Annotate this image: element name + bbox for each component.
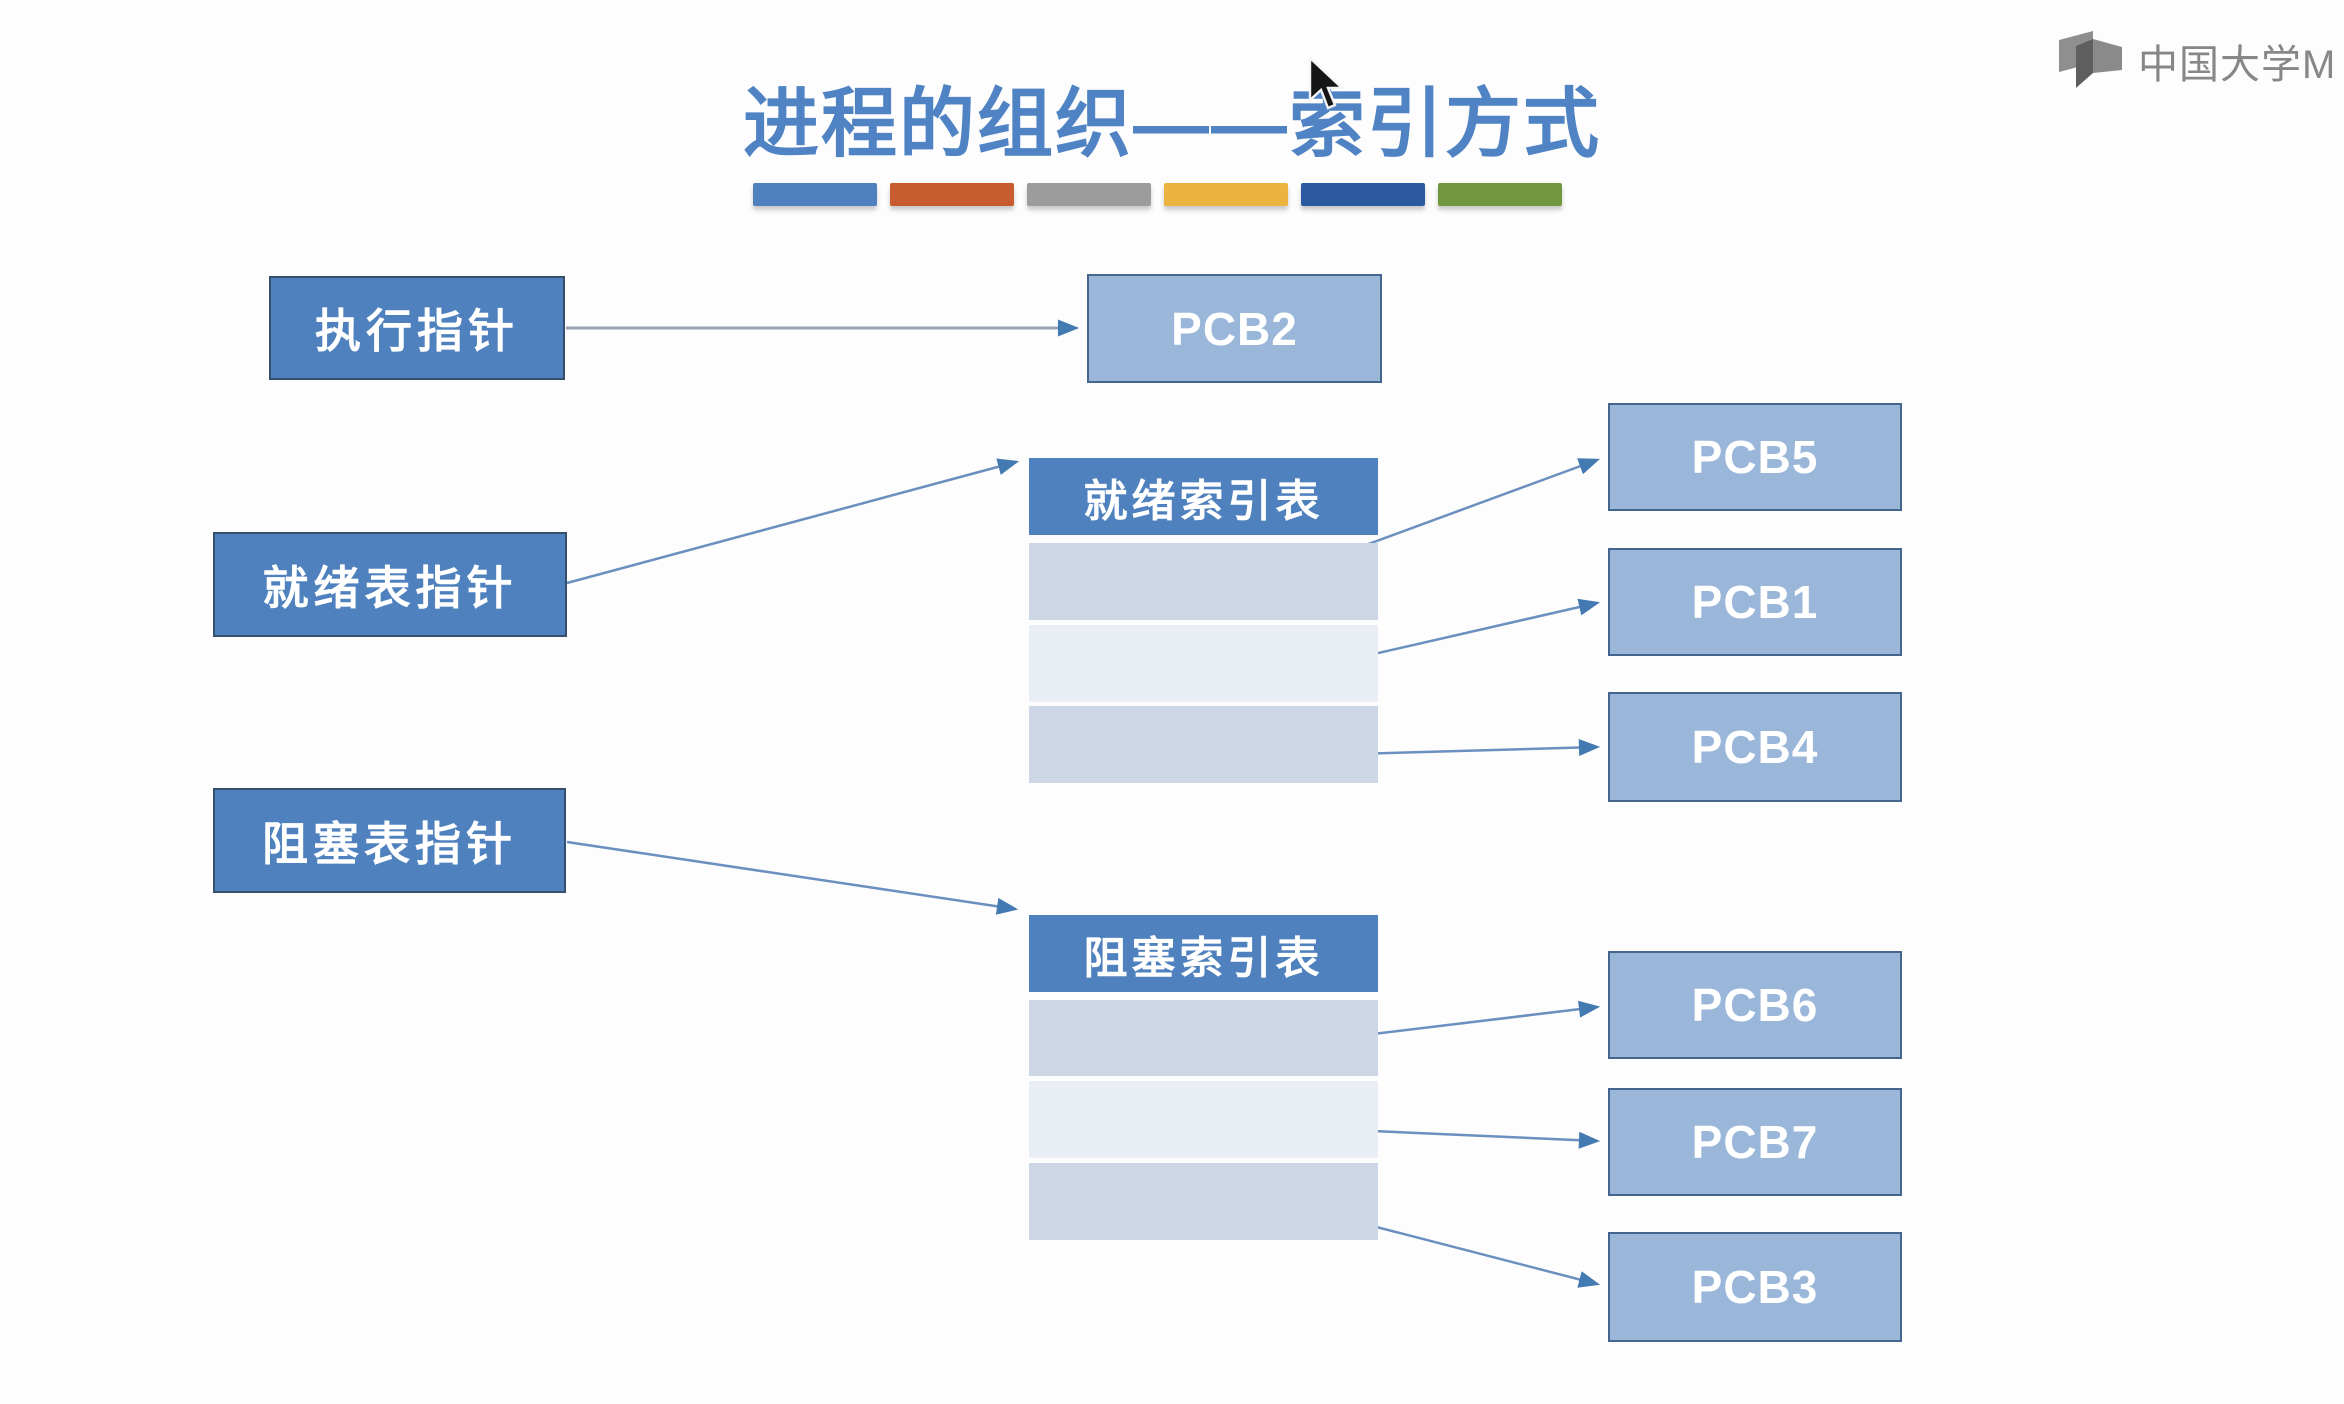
accent-bar-blue (753, 183, 877, 206)
pcb3-box: PCB3 (1608, 1232, 1902, 1342)
arrow-blocked-pointer-to-table (566, 840, 1019, 915)
pcb1-label: PCB1 (1691, 576, 1819, 628)
ready-index-row-1 (1029, 543, 1378, 620)
blocked-index-row-1 (1029, 1000, 1378, 1076)
accent-bar-darkblue (1301, 183, 1425, 206)
exec-pointer-box: 执行指针 (269, 276, 565, 380)
exec-pointer-label: 执行指针 (315, 305, 519, 357)
accent-bar-strip (753, 183, 1562, 206)
ready-pointer-box: 就绪表指针 (213, 532, 567, 637)
pcb5-label: PCB5 (1691, 431, 1819, 483)
ready-index-row-3 (1029, 706, 1378, 783)
pcb5-box: PCB5 (1608, 403, 1902, 511)
mooc-logo: 中国大学M (2056, 28, 2336, 94)
pcb7-box: PCB7 (1608, 1088, 1902, 1196)
mouse-cursor (1308, 56, 1346, 110)
pcb3-label: PCB3 (1691, 1261, 1819, 1313)
ready-index-table-title: 就绪索引表 (1083, 476, 1324, 526)
blocked-index-table-header: 阻塞索引表 (1029, 915, 1378, 992)
mooc-logo-icon (2059, 31, 2122, 88)
pcb6-label: PCB6 (1691, 979, 1819, 1031)
blocked-pointer-box: 阻塞表指针 (213, 788, 566, 893)
pcb6-box: PCB6 (1608, 951, 1902, 1059)
blocked-index-row-3 (1029, 1163, 1378, 1240)
accent-bar-orange (890, 183, 1014, 206)
pcb7-label: PCB7 (1691, 1116, 1819, 1168)
mooc-logo-text: 中国大学M (2138, 43, 2337, 87)
ready-index-table-header: 就绪索引表 (1029, 458, 1378, 535)
blocked-pointer-label: 阻塞表指针 (262, 817, 517, 870)
accent-bar-green (1438, 183, 1562, 206)
accent-bar-yellow (1164, 183, 1288, 206)
pcb4-box: PCB4 (1608, 692, 1902, 802)
accent-bar-gray (1027, 183, 1151, 206)
pcb2-label: PCB2 (1171, 302, 1298, 355)
pcb4-label: PCB4 (1691, 721, 1819, 773)
ready-index-row-2 (1029, 625, 1378, 702)
ready-pointer-label: 就绪表指针 (262, 561, 518, 614)
blocked-index-row-2 (1029, 1081, 1378, 1158)
page-title: 进程的组织——索引方式 (743, 82, 1601, 167)
blocked-index-table-title: 阻塞索引表 (1083, 933, 1324, 983)
pcb1-box: PCB1 (1608, 548, 1902, 656)
arrow-ready-pointer-to-table (566, 458, 1020, 585)
pcb2-box: PCB2 (1087, 274, 1382, 383)
